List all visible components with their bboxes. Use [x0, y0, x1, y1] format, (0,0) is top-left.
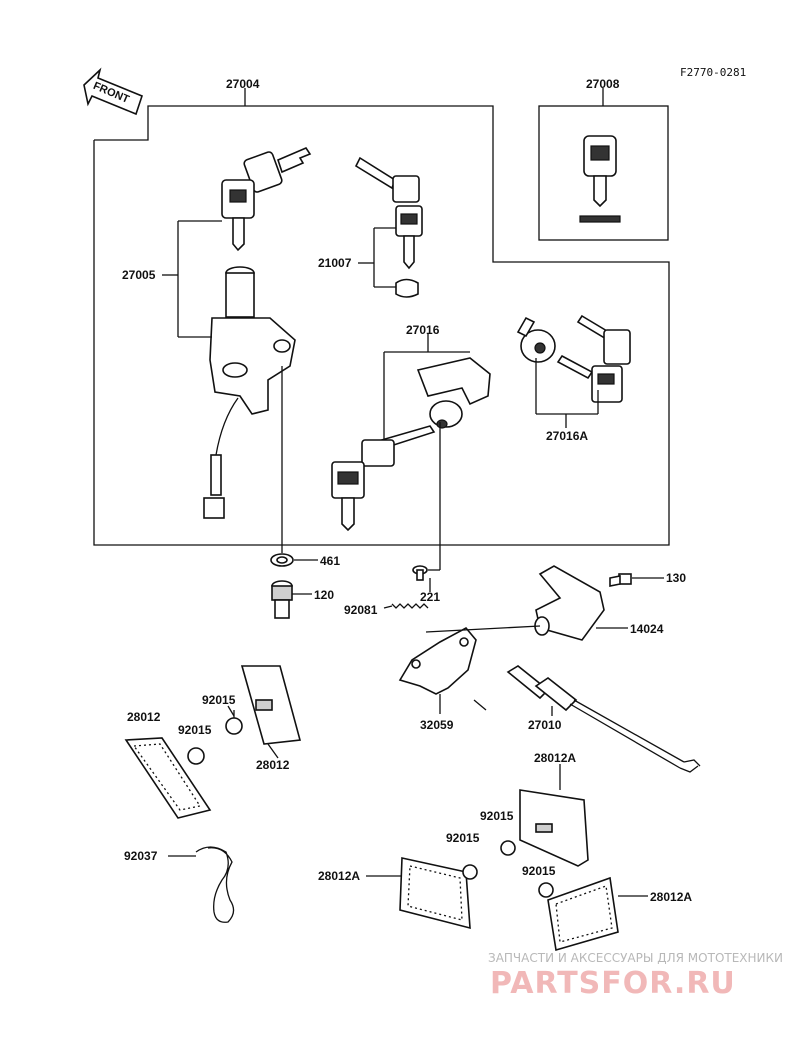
part-label-92037: 92037: [124, 849, 158, 863]
ignition-key-pair-icon: [221, 147, 312, 252]
part-label-27016a: 27016A: [546, 429, 589, 443]
part-label-221: 221: [420, 590, 441, 604]
part-label-27008: 27008: [586, 77, 620, 91]
reflector-28012-left-icon: [124, 737, 212, 819]
part-label-92015-c: 92015: [480, 809, 514, 823]
leader-lines: [162, 220, 648, 897]
washer-461-icon: [270, 366, 318, 567]
part-label-461: 461: [320, 554, 341, 568]
part-label-92015-e: 92015: [522, 864, 556, 878]
part-label-92015-b: 92015: [178, 723, 212, 737]
part-label-120: 120: [314, 588, 335, 602]
key-pair-21007-icon: [354, 156, 423, 298]
nuts-92015-group-icon: [462, 840, 554, 898]
part-label-28012a-top: 28012A: [534, 751, 577, 765]
front-arrow-icon: [83, 67, 143, 116]
reflector-28012a-left-icon: [399, 857, 471, 930]
part-label-92081: 92081: [344, 603, 378, 617]
key-blank-box: [244, 88, 669, 241]
reflector-28012a-top-icon: [519, 789, 589, 867]
reflector-28012-mid-icon: [240, 665, 302, 745]
part-label-92015-d: 92015: [446, 831, 480, 845]
seat-lock-assembly-icon: [331, 357, 491, 532]
seat-lock-cable-27010-icon: [425, 625, 701, 773]
nut-92015-icon: [187, 710, 243, 765]
part-label-27005: 27005: [122, 268, 156, 282]
part-label-92015-a: 92015: [202, 693, 236, 707]
lock-set-27016a-icon: [516, 314, 631, 403]
part-label-28012-mid: 28012: [256, 758, 290, 772]
reflector-28012a-right-icon: [547, 876, 619, 952]
screw-221-icon: [412, 422, 441, 592]
watermark-tagline: ЗАПЧАСТИ И АКСЕССУАРЫ ДЛЯ МОТОТЕХНИКИ: [488, 951, 784, 965]
bolt-130-icon: [609, 573, 664, 587]
spring-92081-icon: [383, 603, 429, 609]
cable-bracket-14024-icon: [534, 565, 628, 641]
ignition-switch-assembly-outline: [93, 105, 670, 546]
watermark-logo-text: PARTSFOR.RU: [490, 966, 736, 1001]
part-label-21007: 21007: [318, 256, 352, 270]
part-label-27016: 27016: [406, 323, 440, 337]
ignition-switch-body-icon: [203, 266, 296, 519]
part-label-130: 130: [666, 571, 687, 585]
part-label-27010: 27010: [528, 718, 562, 732]
part-label-32059: 32059: [420, 718, 454, 732]
part-label-28012a-left: 28012A: [318, 869, 361, 883]
part-label-14024: 14024: [630, 622, 664, 636]
diagram-reference-code: F2770-0281: [680, 66, 747, 79]
lever-bracket-32059-icon: [398, 626, 477, 714]
bolt-120-icon: [271, 580, 312, 619]
key-blank-27008-icon: [579, 135, 621, 223]
part-label-28012a-right: 28012A: [650, 890, 693, 904]
part-label-28012-left: 28012: [127, 710, 161, 724]
clip-92037-icon: [168, 846, 235, 923]
part-label-27004: 27004: [226, 77, 260, 91]
